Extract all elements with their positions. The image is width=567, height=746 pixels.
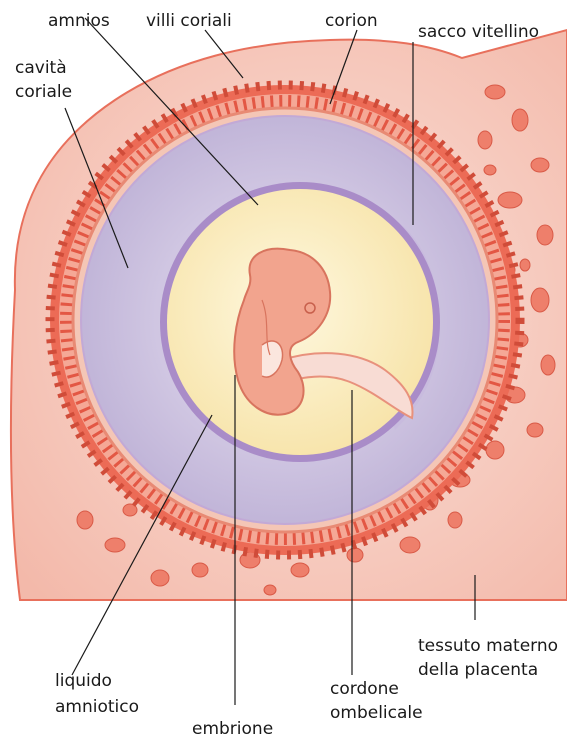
label-cordone-line2: ombelicale [330,703,423,723]
label-cordone-line1: cordone [330,679,399,699]
label-sacco-vitellino: sacco vitellino [418,22,539,42]
label-tessuto-line1: tessuto materno [418,636,558,656]
label-villi-coriali: villi coriali [146,11,232,31]
label-cavita-coriale-line2: coriale [15,82,72,102]
label-embrione: embrione [192,719,273,739]
label-corion: corion [325,11,378,31]
label-cavita-coriale-line1: cavità [15,58,67,78]
label-tessuto-line2: della placenta [418,660,538,680]
label-liquido-line1: liquido [55,671,112,691]
label-liquido-line2: amniotico [55,697,139,717]
label-amnios: amnios [48,11,110,31]
